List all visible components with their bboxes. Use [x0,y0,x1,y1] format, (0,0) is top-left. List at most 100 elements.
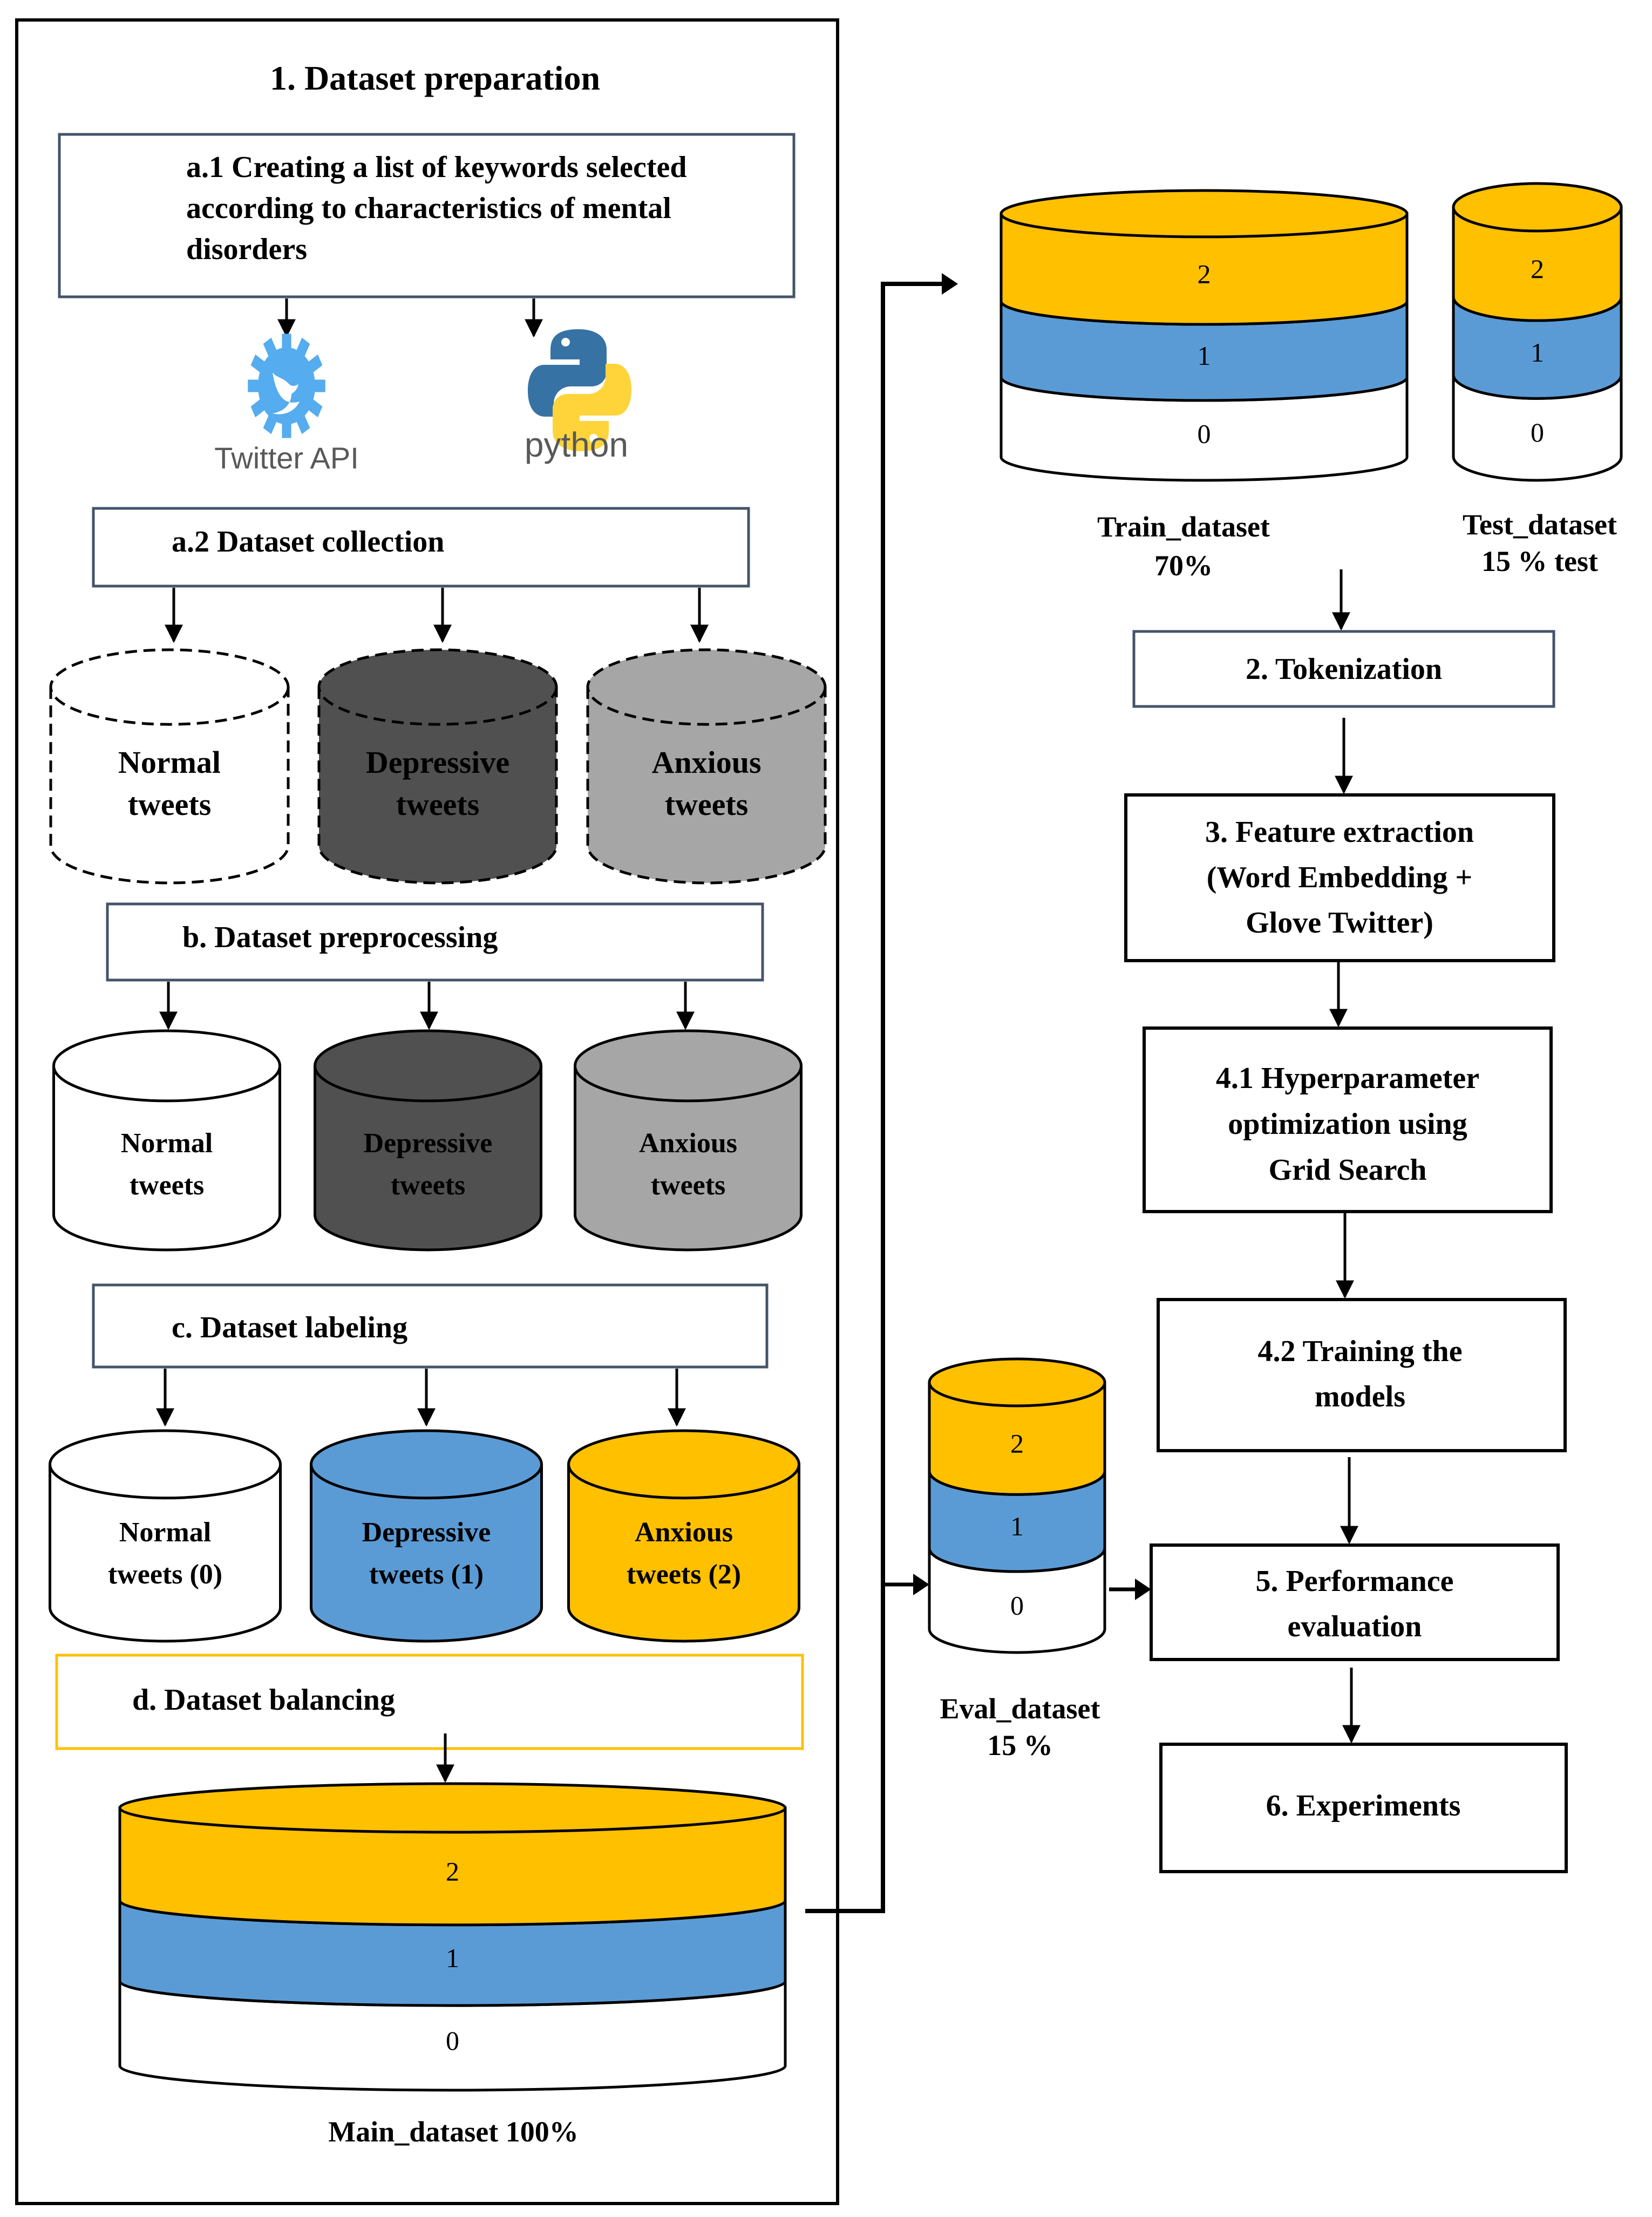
main-dataset-cylinder: 2 1 0 [118,1782,787,2092]
dataset-preprocessing-label: b. Dataset preprocessing [182,921,498,954]
arrow-to-train [942,273,958,295]
cylinder-top [118,1782,787,1834]
layer-label-2: 2 [446,1856,459,1886]
test-dataset-cylinder: 2 1 0 [1452,182,1623,482]
twitter-api-icon: Twitter API [214,334,359,475]
dataset-balancing-box: d. Dataset balancing [55,1654,804,1750]
layer-label-1: 1 [1010,1511,1024,1541]
preprocessing-cylinder-normal: Normal tweets [52,1029,281,1252]
labeling-cylinder-anxious-text-2: tweets (2) [627,1559,741,1590]
feature-extraction-line-3: Glove Twitter) [1246,906,1433,940]
collection-cylinder-anxious-text-2: tweets [665,787,749,822]
test-caption-line-1: Test_dataset [1463,508,1617,541]
main-dataset-caption: Main_dataset 100% [328,2116,578,2148]
layer-2 [928,1381,1106,1496]
hyperparameter-line-1: 4.1 Hyperparameter [1216,1062,1479,1095]
preprocessing-cylinder-normal-text-2: tweets [130,1170,205,1201]
layer-label-0: 0 [1531,417,1544,447]
eval-dataset-cylinder: 2 1 0 [928,1357,1106,1654]
experiments-box: 6. Experiments [1159,1743,1568,1873]
python-logo-icon: python [525,329,631,464]
collection-cylinder-anxious: Anxious tweets [586,648,827,885]
dataset-collection-label: a.2 Dataset collection [172,525,444,559]
labeling-cylinder-anxious-text-1: Anxious [635,1517,733,1548]
train-caption-line-2: 70% [1154,549,1213,582]
labeling-cylinder-normal-text-2: tweets (0) [108,1559,222,1590]
collection-cylinders: Normal tweets Depressive tweets Anxious tweet… [49,648,827,885]
hyperparameter-line-3: Grid Search [1269,1153,1427,1187]
layer-label-2: 2 [1198,259,1211,289]
hyperparameter-optimization-box: 4.1 Hyperparameter optimization using Gr… [1143,1026,1553,1213]
layer-label-2: 2 [1010,1428,1024,1458]
keywords-step-line-3: disorders [186,233,307,266]
evaluation-line-1: 5. Performance [1256,1565,1454,1598]
evaluation-line-2: evaluation [1288,1610,1422,1643]
preprocessing-cylinders: Normal tweets Depressive tweets Anxious tweet… [52,1029,803,1252]
hyperparameter-line-2: optimization using [1228,1107,1467,1141]
preprocessing-cylinder-anxious-text-2: tweets [651,1170,726,1201]
dataset-labeling-label: c. Dataset labeling [172,1311,407,1344]
labeling-cylinder-normal: Normal tweets (0) [49,1429,282,1643]
training-models-box: 4.2 Training the models [1157,1298,1567,1452]
train-caption-line-1: Train_dataset [1097,511,1270,543]
python-label: python [525,425,628,464]
preprocessing-cylinder-anxious: Anxious tweets [574,1029,803,1252]
preprocessing-cylinder-depressive: Depressive tweets [314,1029,542,1252]
labeling-cylinders: Normal tweets (0) Depressive tweets (1) Anxi… [49,1429,800,1643]
performance-evaluation-box: 5. Performance evaluation [1150,1543,1560,1661]
preprocessing-cylinder-depressive-text-1: Depressive [364,1128,493,1159]
layer-2 [118,1806,787,1927]
collection-cylinder-normal-text-2: tweets [128,787,212,822]
layer-label-0: 0 [1198,419,1211,449]
feature-extraction-line-2: (Word Embedding + [1207,861,1472,894]
layer-label-1: 1 [1531,337,1544,368]
layer-label-0: 0 [446,2025,459,2056]
preprocessing-cylinder-anxious-text-1: Anxious [639,1128,737,1159]
labeling-cylinder-anxious: Anxious tweets (2) [567,1429,800,1643]
layer-2 [1452,206,1623,322]
eval-caption-line-2: 15 % [987,1729,1053,1762]
layer-label-1: 1 [446,1943,459,1973]
dataset-collection-box: a.2 Dataset collection [92,507,750,588]
cylinder-top [1000,189,1409,239]
training-line-2: models [1315,1380,1405,1413]
labeling-cylinder-depressive: Depressive tweets (1) [310,1429,543,1643]
feature-extraction-line-1: 3. Feature extraction [1205,815,1474,849]
keywords-step-line-2: according to characteristics of mental [186,192,671,225]
split-connector [805,282,944,1913]
keywords-step-line-1: a.1 Creating a list of keywords selected [186,151,687,184]
arrow-eval-to-performance [1135,1579,1151,1600]
labeling-cylinder-normal-text-1: Normal [119,1517,211,1548]
collection-cylinder-normal-text-1: Normal [118,745,221,780]
labeling-cylinder-depressive-text-1: Depressive [362,1517,491,1548]
preprocessing-cylinder-depressive-text-2: tweets [391,1170,466,1201]
test-caption-line-2: 15 % test [1481,545,1598,577]
dataset-preprocessing-box: b. Dataset preprocessing [106,902,764,982]
layer-label-0: 0 [1010,1590,1024,1620]
collection-cylinder-depressive-text-1: Depressive [366,745,509,780]
labeling-cylinder-depressive-text-2: tweets (1) [369,1559,484,1590]
cylinder-top [928,1357,1106,1407]
cylinder-top [1452,182,1623,233]
collection-cylinder-anxious-text-1: Anxious [651,745,761,780]
collection-cylinder-depressive-text-2: tweets [396,787,480,822]
collection-cylinder-depressive: Depressive tweets [317,648,558,885]
experiments-label: 6. Experiments [1266,1789,1461,1822]
arrow-to-eval [913,1574,929,1595]
layer-label-2: 2 [1531,254,1544,284]
layer-2 [1000,212,1409,326]
layer-label-1: 1 [1198,341,1211,371]
keywords-step-box: a.1 Creating a list of keywords selected… [58,133,796,298]
collection-cylinder-normal: Normal tweets [49,648,290,885]
feature-extraction-box: 3. Feature extraction (Word Embedding + … [1124,793,1555,962]
train-dataset-cylinder: 2 1 0 [1000,189,1409,482]
tokenization-box: 2. Tokenization [1132,630,1555,708]
twitter-api-label: Twitter API [214,441,359,475]
dataset-labeling-box: c. Dataset labeling [92,1283,769,1369]
tokenization-label: 2. Tokenization [1246,652,1442,686]
preprocessing-cylinder-normal-text-1: Normal [121,1128,213,1159]
training-line-1: 4.2 Training the [1257,1335,1462,1368]
panel-title: 1. Dataset preparation [270,59,600,97]
eval-caption-line-1: Eval_dataset [940,1692,1100,1725]
